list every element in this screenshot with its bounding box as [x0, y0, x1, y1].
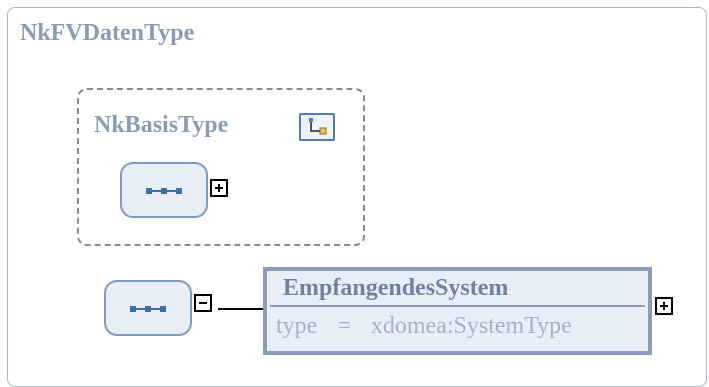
type-value: xdomea:SystemType	[370, 313, 572, 339]
element-box-empfangendes-system[interactable]: EmpfangendesSystem type = xdomea:SystemT…	[263, 267, 652, 355]
element-type-line: type = xdomea:SystemType	[276, 313, 572, 340]
collapse-minus-icon[interactable]	[194, 294, 212, 312]
type-operator: =	[337, 313, 351, 339]
type-label: type	[276, 313, 318, 339]
complex-type-icon	[299, 113, 335, 141]
expand-plus-icon[interactable]	[655, 297, 673, 315]
connector-line	[218, 308, 263, 310]
outer-type-title: NkFVDatenType	[20, 20, 195, 46]
base-type-title: NkBasisType	[94, 112, 229, 138]
element-name: EmpfangendesSystem	[283, 275, 509, 301]
sequence-compositor-icon	[130, 306, 166, 312]
sequence-compositor-icon	[146, 188, 182, 194]
base-sequence-box[interactable]	[120, 162, 208, 218]
main-sequence-box[interactable]	[104, 280, 192, 336]
element-divider	[270, 305, 645, 307]
base-type-box	[77, 88, 365, 246]
expand-plus-icon[interactable]	[210, 179, 228, 197]
